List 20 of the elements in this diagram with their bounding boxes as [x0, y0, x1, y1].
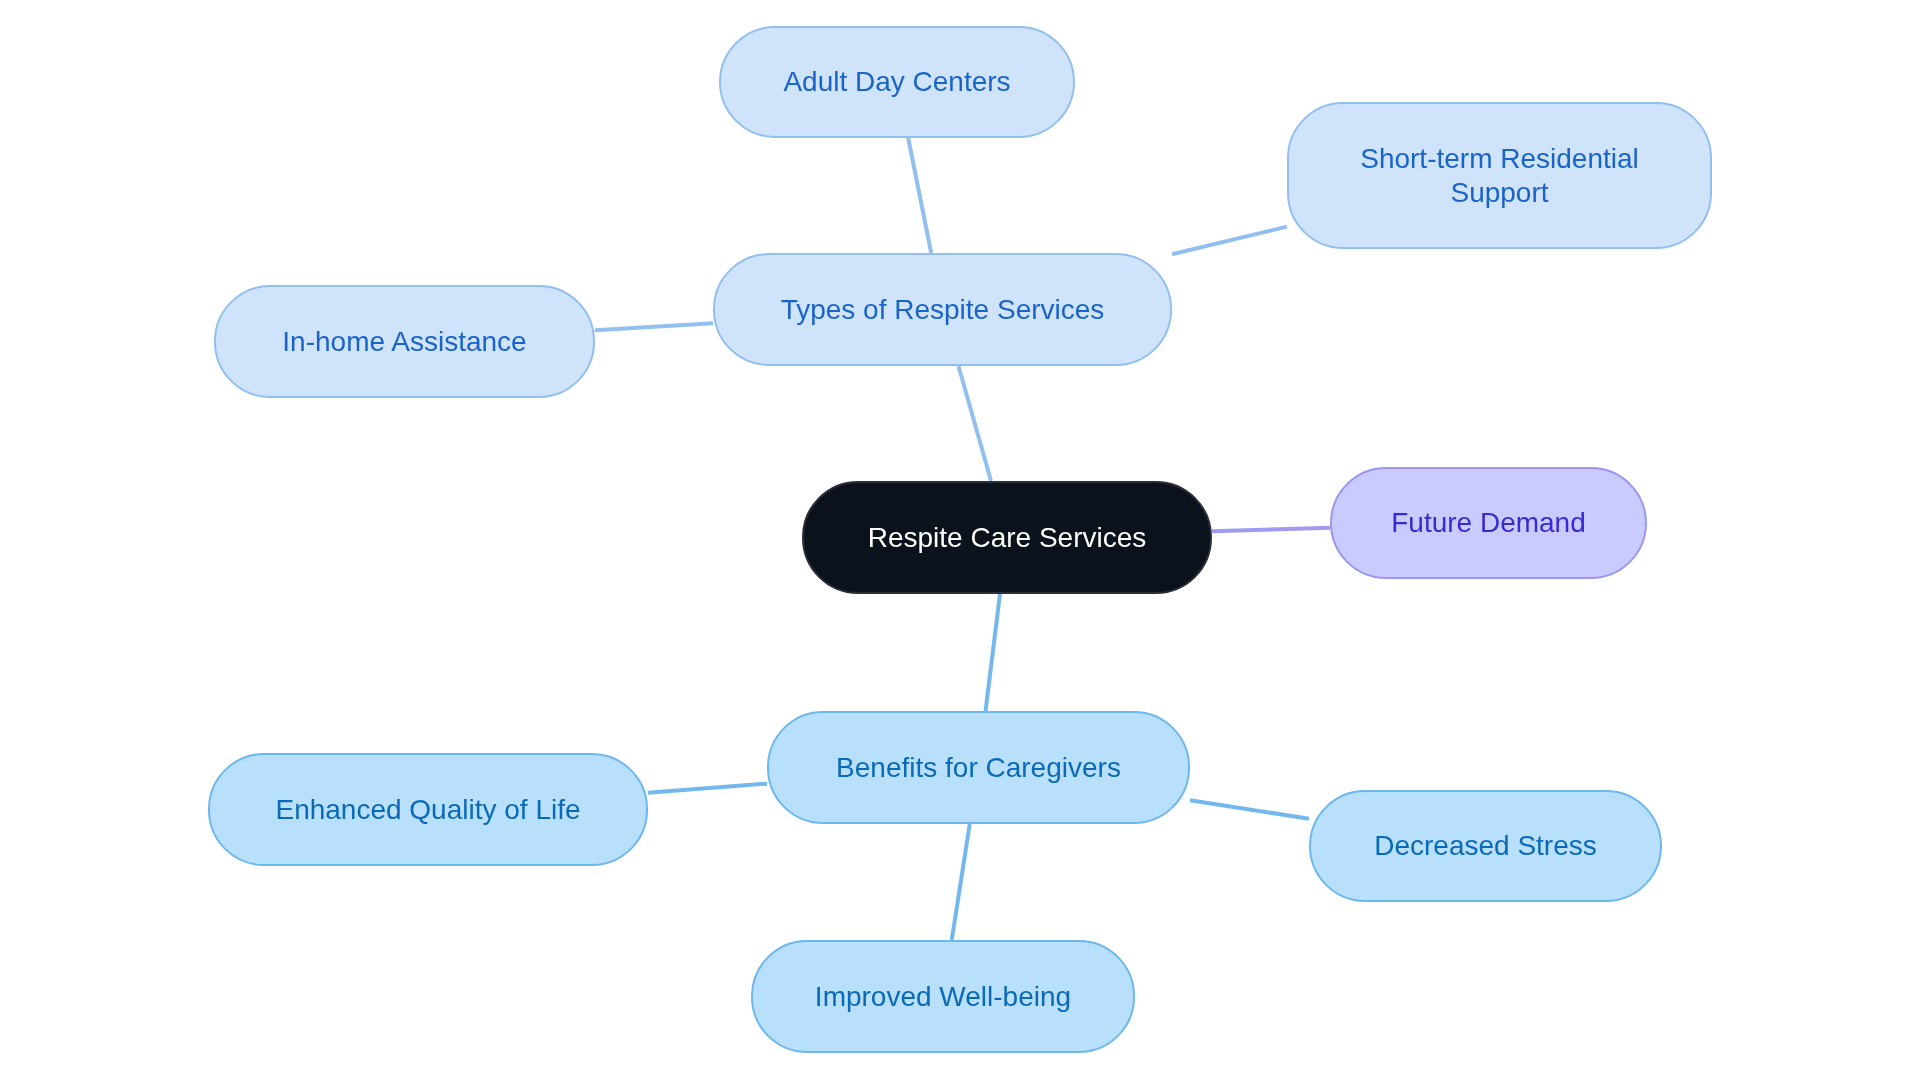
topic-text: Adult Day Centers: [783, 65, 1011, 99]
connector-line: [983, 593, 1002, 712]
connector-line: [1211, 525, 1331, 534]
topic-pill: [1287, 102, 1712, 249]
topic-text: Respite Care Services: [867, 520, 1147, 555]
topic-text: Improved Well-being: [814, 979, 1072, 1014]
topic-text: Short-term Residential Support: [1359, 141, 1640, 210]
connector-line: [594, 321, 714, 333]
topic-text: Decreased Stress: [1374, 829, 1597, 863]
connector-line: [1189, 798, 1310, 821]
topic-text: Types of Respite Services: [780, 292, 1105, 327]
topic-text: Future Demand: [1391, 506, 1586, 540]
topic-text: Benefits for Caregivers: [836, 750, 1121, 785]
connector-line: [956, 365, 993, 482]
connector-line: [647, 781, 768, 795]
connector-line: [1171, 224, 1288, 257]
topic-text: In-home Assistance: [282, 324, 527, 359]
connector-line: [906, 137, 934, 254]
connector-line: [949, 823, 972, 941]
topic-text: Enhanced Quality of Life: [275, 792, 581, 827]
